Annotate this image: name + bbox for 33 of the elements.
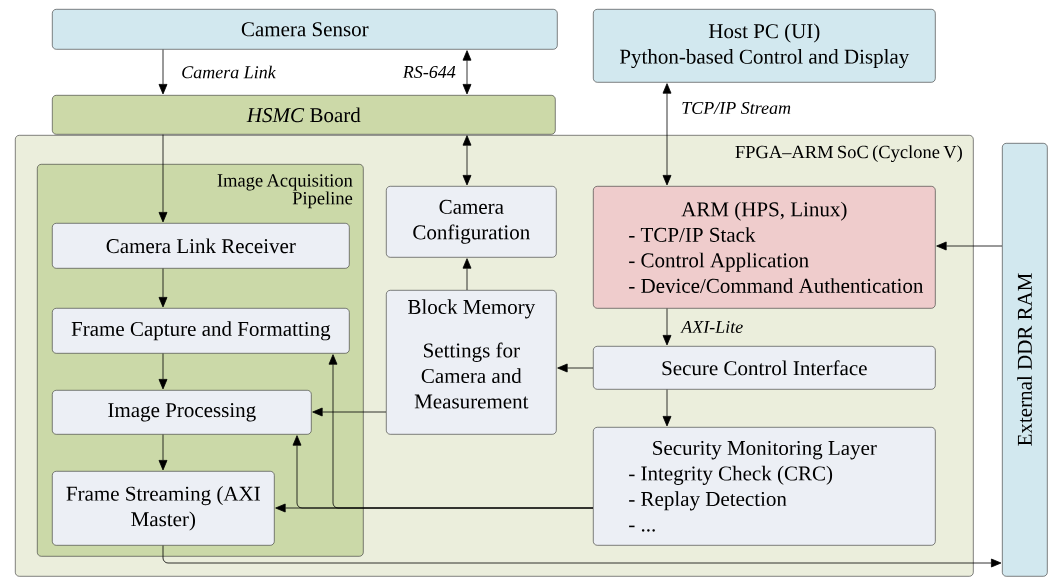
arrow — [162, 545, 1002, 568]
process-box: Image Processing — [52, 390, 312, 435]
arrow — [158, 134, 168, 223]
memory-bar: External DDR RAM — [1002, 143, 1048, 577]
arrow — [158, 434, 168, 471]
arrow — [462, 50, 472, 95]
arrow — [462, 135, 472, 186]
arrow — [662, 308, 672, 346]
arrow — [158, 353, 168, 390]
arrow — [158, 268, 168, 308]
process-box: Camera Link Receiver — [52, 223, 350, 269]
process-box: Camera Configuration — [386, 186, 557, 258]
arrow — [936, 241, 1003, 251]
process-box: Secure Control Interface — [593, 346, 936, 390]
arrow — [328, 354, 594, 509]
edge-label: RS-644 — [402, 65, 456, 79]
arrow — [557, 363, 594, 373]
edge-label: AXI-Lite — [680, 320, 743, 334]
processor-box: ARM (HPS, Linux) - TCP/IP Stack - Control Application - Device/Command Authentication — [593, 186, 936, 309]
memory-box: Block Memory Settings for Camera and Measurement — [386, 290, 557, 435]
arrow — [312, 407, 387, 417]
process-box: Security Monitoring Layer - Integrity Check (CRC) - Replay Detection - ... — [593, 427, 936, 546]
arrow — [662, 389, 672, 427]
arrow — [158, 49, 168, 95]
arrow — [462, 258, 472, 291]
edge-label: TCP/IP Stream — [682, 101, 791, 115]
arrow — [662, 83, 672, 186]
process-box: Frame Capture and Formatting — [52, 308, 350, 354]
edge-label: Camera Link — [182, 65, 276, 79]
host-box: Host PC (UI) Python-based Control and Display — [593, 9, 936, 83]
sensor-box: Camera Sensor — [52, 9, 558, 50]
process-box: Frame Streaming (AXI Master) — [52, 471, 275, 546]
board-box: HSMC Board — [52, 95, 556, 135]
